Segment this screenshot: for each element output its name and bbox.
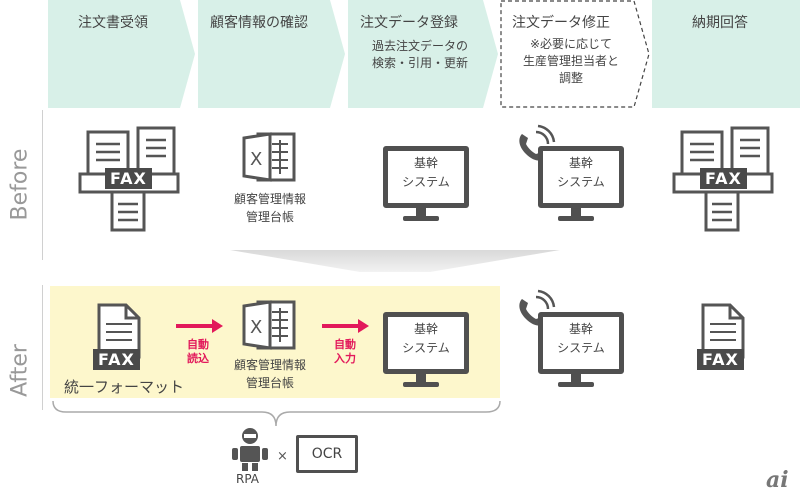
step-subtitle: 過去注文データの 検索・引用・更新 [371,39,468,70]
document-icon [97,303,141,359]
transition-arrow [230,250,560,272]
step-order-modify-subtitle: ※必要に応じて 生産管理担当者と 調整 [522,37,619,85]
step-order-register: 注文データ登録 過去注文データの 検索・引用・更新 [348,0,498,108]
monitor-base [403,382,439,387]
fax-label: FAX [93,349,140,370]
monitor-base [558,216,594,221]
core-system-monitor: 基幹 システム [538,146,624,208]
monitor-base [558,382,594,387]
ai-logo: ai [766,467,789,493]
arrow-right-icon [322,319,369,333]
core-system-monitor: 基幹 システム [538,312,624,374]
row-label-after: After [7,344,33,397]
after-divider [42,285,43,410]
monitor-base [403,216,439,221]
excel-icon: X [242,300,296,350]
step-title: 注文書受領 [78,15,148,31]
row-label-before: Before [7,148,33,221]
fax-label: FAX [105,168,152,189]
monitor-stand [571,208,581,218]
fax-label: FAX [700,168,747,189]
customer-ledger-caption: 顧客管理情報 管理台帳 [233,192,306,224]
ocr-box: OCR [296,435,358,473]
monitor-stand [416,374,426,384]
step-order-modify-title: 注文データ修正 [512,15,610,31]
step-delivery-answer: 納期回答 [652,0,800,108]
document-icon [701,303,745,359]
fax-label: FAX [697,349,744,370]
customer-ledger-caption: 顧客管理情報 管理台帳 [233,358,306,390]
svg-text:X: X [250,317,262,338]
excel-icon: X [242,132,296,182]
svg-text:X: X [250,149,262,170]
step-title: 注文データ登録 [360,15,458,31]
robot-icon [232,428,268,471]
monitor-stand [416,208,426,218]
step-order-modify-outline [500,0,650,108]
step-title: 顧客情報の確認 [210,15,308,31]
automation-bracket [52,400,501,427]
step-title: 納期回答 [692,15,748,31]
step-order-receipt: 注文書受領 [48,0,195,108]
unified-format-caption: 統一フォーマット [64,378,185,396]
arrow-right-icon [176,319,223,333]
auto-input-label: 自動 入力 [334,338,356,365]
rpa-label: RPA [236,472,260,486]
auto-read-label: 自動 読込 [187,338,209,365]
monitor-stand [571,374,581,384]
before-divider [42,110,43,260]
step-customer-check: 顧客情報の確認 [198,0,345,108]
core-system-monitor: 基幹 システム [383,312,469,374]
times-symbol: × [277,449,288,464]
core-system-monitor: 基幹 システム [383,146,469,208]
